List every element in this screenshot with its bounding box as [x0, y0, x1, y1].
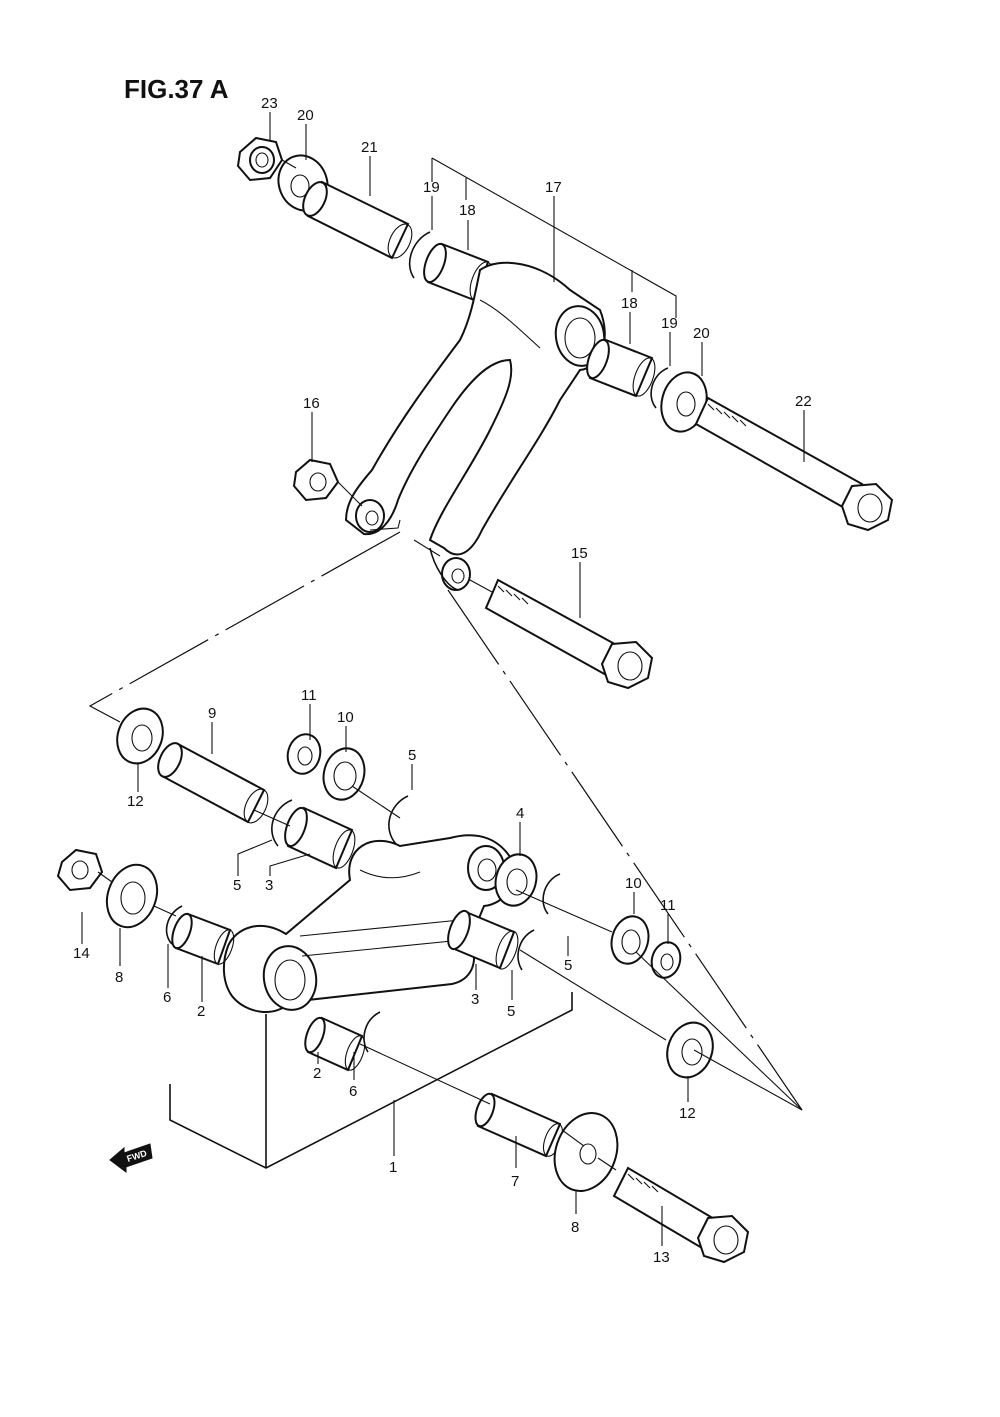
- callout-12-right: 12: [679, 1105, 696, 1122]
- part-14-nut: [56, 848, 104, 892]
- callout-8-lower: 8: [571, 1219, 579, 1236]
- callout-22: 22: [795, 393, 812, 410]
- callout-8: 8: [115, 969, 123, 986]
- callout-6-lower: 6: [349, 1083, 357, 1100]
- part-8-washer-lower: [553, 1112, 619, 1192]
- part-2-bearing-left: [171, 912, 235, 966]
- callout-2-lower: 2: [313, 1065, 321, 1082]
- forward-arrow-icon: FWD: [109, 1143, 153, 1173]
- part-7-spacer: [474, 1092, 564, 1158]
- callout-19: 19: [423, 179, 440, 196]
- callout-10: 10: [337, 709, 354, 726]
- part-18-bearing-left: [423, 242, 493, 302]
- callout-2: 2: [197, 1003, 205, 1020]
- part-18-bearing-right: [586, 338, 656, 398]
- callout-17: 17: [545, 179, 562, 196]
- callout-12: 12: [127, 793, 144, 810]
- callout-14: 14: [73, 945, 90, 962]
- part-11-washer-right: [650, 941, 682, 979]
- callout-18-right: 18: [621, 295, 638, 312]
- callout-1: 1: [389, 1159, 397, 1176]
- part-5-circlip-mid: [271, 799, 293, 847]
- callout-3: 3: [265, 877, 273, 894]
- part-15-bolt: [484, 578, 654, 690]
- part-16-nut: [292, 458, 340, 502]
- callout-10-right: 10: [625, 875, 642, 892]
- part-9-sleeve: [157, 742, 269, 824]
- part-21-sleeve: [302, 180, 413, 260]
- callout-11: 11: [301, 687, 317, 704]
- part-12-seal-left: [116, 707, 164, 765]
- callout-13: 13: [653, 1249, 670, 1266]
- part-19-circlip-right: [650, 367, 669, 409]
- part-8-washer-left: [105, 863, 159, 929]
- callout-9: 9: [208, 705, 216, 722]
- part-4-collar: [494, 853, 538, 907]
- part-5-circlip-lower: [517, 929, 535, 971]
- callout-19-right: 19: [661, 315, 678, 332]
- callout-11-right: 11: [660, 897, 676, 914]
- part-19-circlip-left: [408, 231, 431, 279]
- part-3-bearing-lower: [447, 909, 519, 970]
- callout-5-right: 5: [564, 957, 572, 974]
- part-5-circlip-right-upper: [542, 873, 561, 915]
- callouts: 23 20 21 19 18 17 18 19 20 22 16 15 9 11…: [73, 95, 812, 1266]
- part-12-seal-right: [666, 1021, 714, 1079]
- assembly-lines: [88, 157, 803, 1171]
- part-6-circlip-lower: [363, 1011, 381, 1053]
- part-10-seal-top: [322, 747, 366, 801]
- part-2-bearing-lower: [304, 1016, 366, 1072]
- part-6-circlip-left: [165, 905, 183, 945]
- figure-title: FIG.37 A: [124, 74, 229, 104]
- callout-16: 16: [303, 395, 320, 412]
- callout-7: 7: [511, 1173, 519, 1190]
- callout-20: 20: [297, 107, 314, 124]
- callout-20-right: 20: [693, 325, 710, 342]
- part-17-cushion-lever: [344, 261, 606, 591]
- part-3-bearing-upper: [284, 806, 356, 870]
- part-11-washer-top: [286, 733, 322, 775]
- callout-4: 4: [516, 805, 524, 822]
- callout-5-lower: 5: [507, 1003, 515, 1020]
- callout-21: 21: [361, 139, 378, 156]
- callout-23: 23: [261, 95, 278, 112]
- callout-5: 5: [408, 747, 416, 764]
- part-22-long-bolt: [694, 396, 894, 532]
- callout-5-mid: 5: [233, 877, 241, 894]
- part-5-circlip-top: [388, 795, 409, 845]
- part-23-nut: [236, 136, 284, 182]
- callout-3-lower: 3: [471, 991, 479, 1008]
- callout-18: 18: [459, 202, 476, 219]
- callout-6: 6: [163, 989, 171, 1006]
- part-10-seal-right: [610, 915, 650, 965]
- callout-15: 15: [571, 545, 588, 562]
- part-13-bolt: [612, 1166, 750, 1264]
